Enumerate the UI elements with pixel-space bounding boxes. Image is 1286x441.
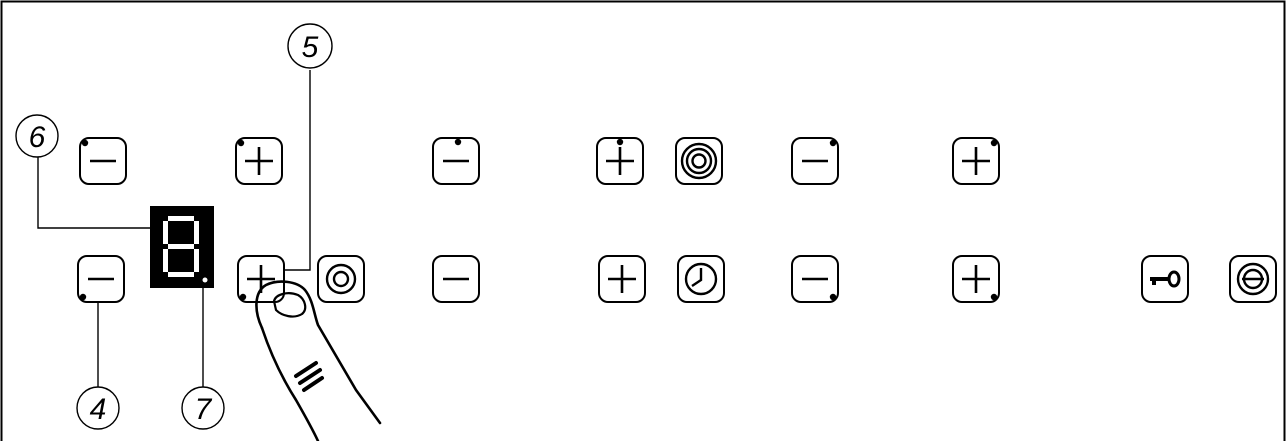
zone-3-plus-key[interactable]: [597, 138, 643, 184]
zone-2-plus-key[interactable]: [238, 256, 284, 302]
callout-5: 5: [288, 24, 332, 68]
zone-6-minus-key[interactable]: [792, 256, 838, 302]
callout-4: 4: [77, 387, 119, 429]
decimal-point: [203, 278, 208, 283]
callout-label: 7: [195, 393, 213, 426]
dual-zone-key[interactable]: [676, 138, 722, 184]
power-key[interactable]: [1230, 256, 1276, 302]
timer-key[interactable]: [678, 256, 724, 302]
indicator-dot: [82, 140, 88, 146]
indicator-dot: [830, 294, 836, 300]
indicator-dot: [238, 140, 244, 146]
indicator-dot: [830, 140, 836, 146]
zone-5-minus-key[interactable]: [792, 138, 838, 184]
indicator-dot: [991, 294, 997, 300]
zone-5-plus-key[interactable]: [953, 138, 999, 184]
zone-select-key[interactable]: [318, 256, 364, 302]
indicator-dot: [240, 294, 246, 300]
lock-key[interactable]: [1142, 256, 1188, 302]
zone-4-minus-key[interactable]: [433, 256, 479, 302]
callout-6: 6: [16, 115, 58, 157]
zone-3-minus-key[interactable]: [433, 138, 479, 184]
zone-2-minus-key[interactable]: [78, 256, 124, 302]
indicator-dot: [455, 139, 461, 145]
callout-label: 5: [302, 31, 319, 64]
indicator-dot: [617, 139, 623, 145]
indicator-dot: [991, 140, 997, 146]
timer-plus-key[interactable]: [599, 256, 645, 302]
seven-segment-display: 8: [150, 206, 214, 288]
indicator-dot: [80, 294, 86, 300]
callout-7: 7: [182, 387, 224, 429]
zone-6-plus-key[interactable]: [953, 256, 999, 302]
zone-1-plus-key[interactable]: [236, 138, 282, 184]
callout-label: 6: [29, 121, 46, 154]
callout-label: 4: [90, 393, 107, 426]
zone-1-minus-key[interactable]: [80, 138, 126, 184]
